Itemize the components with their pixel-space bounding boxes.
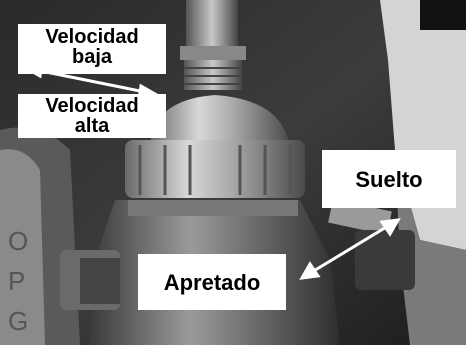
label-velocidad-baja-line2: baja bbox=[71, 46, 113, 68]
svg-text:G: G bbox=[8, 306, 28, 336]
label-suelto-text: Suelto bbox=[355, 167, 423, 192]
label-suelto: Suelto bbox=[322, 150, 456, 208]
label-velocidad-baja-line1: Velocidad bbox=[45, 26, 139, 48]
label-velocidad-alta: Velocidad alta bbox=[18, 94, 166, 138]
svg-text:O: O bbox=[8, 226, 28, 256]
label-velocidad-alta-line1: Velocidad bbox=[45, 95, 139, 117]
label-apretado-text: Apretado bbox=[163, 270, 261, 295]
tighten-loosen-arrow bbox=[299, 218, 401, 280]
label-velocidad-baja: Velocidad baja bbox=[18, 24, 166, 74]
label-apretado: Apretado bbox=[138, 254, 286, 310]
label-velocidad-alta-line2: alta bbox=[74, 115, 110, 137]
svg-text:P: P bbox=[8, 266, 25, 296]
